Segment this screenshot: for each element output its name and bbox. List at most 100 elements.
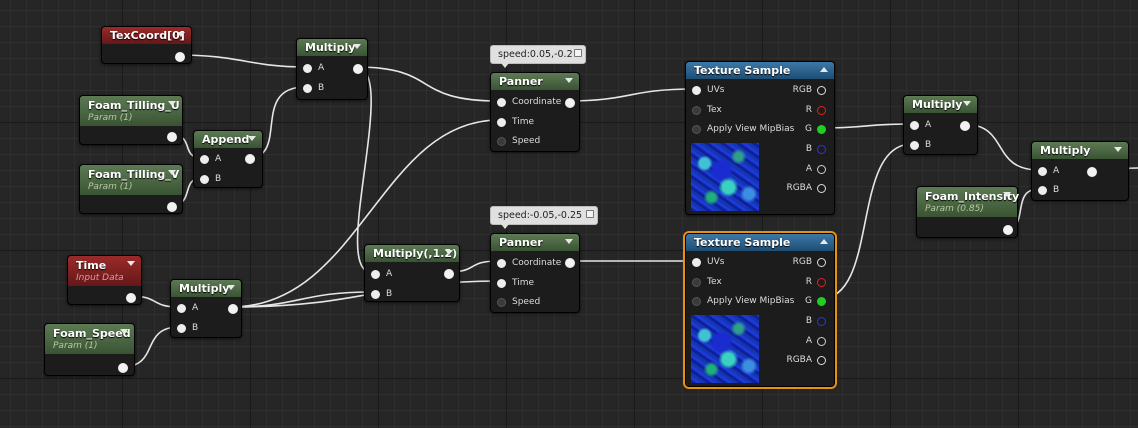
panner-top-header[interactable]: Panner [491,73,579,90]
texture-sample-bottom-out-b[interactable]: B [805,316,827,326]
multiply-final-pin-b[interactable]: B [1038,185,1059,195]
collapse-chevron-icon[interactable] [120,329,128,334]
collapse-chevron-icon[interactable] [565,239,573,244]
multiply-12-node[interactable]: Multiply(,1.2) A B [364,244,460,302]
multiply-mid-pin-b[interactable]: B [910,140,931,150]
foam-speed-output-pin[interactable] [118,363,128,373]
panner-bottom-pin-coordinate[interactable]: Coordinate [497,258,561,268]
collapse-chevron-icon[interactable] [127,261,135,266]
panner-bottom-pin-time[interactable]: Time [497,278,534,288]
texture-sample-top-out-rgb[interactable]: RGB [792,85,827,95]
comment-bubble-icon[interactable] [574,49,582,57]
multiply-top-node[interactable]: Multiply A B [296,38,368,100]
panner-bottom-pin-speed[interactable]: Speed [497,297,540,307]
collapse-chevron-icon[interactable] [963,101,971,106]
texture-sample-bottom-pin-tex[interactable]: Tex [692,277,722,287]
panner-top-output-pin[interactable] [565,98,575,108]
foam-tilling-v-output-pin[interactable] [167,202,177,212]
texture-sample-bottom-out-rgba[interactable]: RGBA [786,355,826,365]
multiply-top-output-pin[interactable] [353,64,363,74]
texture-sample-bottom-pin-mipbias[interactable]: Apply View MipBias [692,296,794,306]
multiply-mid-header[interactable]: Multiply [904,96,977,113]
collapse-chevron-icon[interactable] [353,44,361,49]
texture-sample-bottom-header[interactable]: Texture Sample [686,234,834,251]
collapse-chevron-up-icon[interactable] [820,67,828,72]
panner-top-pin-coordinate[interactable]: Coordinate [497,97,561,107]
panner-bottom-output-pin[interactable] [565,258,575,268]
multiply-mid-output-pin[interactable] [960,121,970,131]
texcoord-node[interactable]: TexCoord[0] [101,26,192,64]
multiply-12-pin-a[interactable]: A [371,269,392,279]
multiply-final-node[interactable]: Multiply A B [1031,141,1129,201]
time-output-pin[interactable] [126,293,136,303]
texture-sample-top-pin-uvs[interactable]: UVs [692,85,724,95]
append-pin-b[interactable]: B [200,174,221,184]
collapse-chevron-icon[interactable] [168,170,176,175]
multiply-final-output-pin[interactable] [1087,167,1097,177]
texcoord-header[interactable]: TexCoord[0] [102,27,191,44]
texture-sample-bottom-out-r[interactable]: R [805,277,827,287]
texture-sample-bottom-node[interactable]: Texture Sample UVs Tex Apply View MipBia… [683,231,837,389]
texture-sample-top-out-g[interactable]: G [805,124,826,134]
multiply-time-header[interactable]: Multiply [171,280,241,297]
multiply-time-output-pin[interactable] [228,304,238,314]
texture-sample-top-out-rgba[interactable]: RGBA [786,183,826,193]
texture-sample-bottom-out-a[interactable]: A [805,336,827,346]
multiply-mid-pin-a[interactable]: A [910,120,931,130]
panner-bottom-comment[interactable]: speed:-0.05,-0.25 [490,206,598,229]
texture-sample-top-pin-tex[interactable]: Tex [692,105,722,115]
multiply-top-pin-a[interactable]: A [303,63,324,73]
panner-bottom-header[interactable]: Panner [491,234,579,251]
collapse-chevron-icon[interactable] [565,78,573,83]
panner-bottom-node[interactable]: Panner Coordinate Time Speed [490,233,580,313]
multiply-mid-node[interactable]: Multiply A B [903,95,978,155]
collapse-chevron-icon[interactable] [168,101,176,106]
multiply-final-header[interactable]: Multiply [1032,142,1128,159]
collapse-chevron-up-icon[interactable] [820,239,828,244]
foam-tilling-u-output-pin[interactable] [167,132,177,142]
multiply-12-output-pin[interactable] [444,269,454,279]
panner-top-pin-speed[interactable]: Speed [497,136,540,146]
multiply-final-pin-a[interactable]: A [1038,166,1059,176]
collapse-chevron-icon[interactable] [445,250,453,255]
texture-sample-bottom-out-rgb[interactable]: RGB [792,257,827,267]
collapse-chevron-icon[interactable] [227,285,235,290]
append-output-pin[interactable] [245,154,255,164]
append-node[interactable]: Append A B [193,130,263,188]
multiply-top-header[interactable]: Multiply [297,39,367,56]
texture-sample-top-out-r[interactable]: R [805,105,827,115]
texture-sample-top-pin-mipbias[interactable]: Apply View MipBias [692,124,794,134]
panner-top-pin-time[interactable]: Time [497,117,534,127]
texture-sample-top-header[interactable]: Texture Sample [686,62,834,79]
append-header[interactable]: Append [194,131,262,148]
append-pin-a[interactable]: A [200,154,221,164]
comment-bubble-icon[interactable] [586,210,594,218]
foam-intensity-output-pin[interactable] [1003,225,1013,235]
collapse-chevron-icon[interactable] [177,32,185,37]
multiply-12-pin-b[interactable]: B [371,289,392,299]
multiply-top-pin-b[interactable]: B [303,83,324,93]
texture-sample-top-out-b[interactable]: B [805,144,827,154]
multiply-12-header[interactable]: Multiply(,1.2) [365,245,459,262]
panner-top-comment[interactable]: speed:0.05,-0.2 [490,45,586,68]
texture-sample-bottom-out-g[interactable]: G [805,296,826,306]
collapse-chevron-icon[interactable] [1003,192,1011,197]
texcoord-output-pin[interactable] [175,52,185,62]
collapse-chevron-icon[interactable] [1114,147,1122,152]
multiply-time-pin-a[interactable]: A [177,303,198,313]
panner-top-node[interactable]: Panner Coordinate Time Speed [490,72,580,152]
multiply-time-pin-b[interactable]: B [177,323,198,333]
texture-sample-top-node[interactable]: Texture Sample UVs Tex Apply View MipBia… [685,61,835,215]
texture-sample-top-out-a[interactable]: A [805,164,827,174]
collapse-chevron-icon[interactable] [248,136,256,141]
